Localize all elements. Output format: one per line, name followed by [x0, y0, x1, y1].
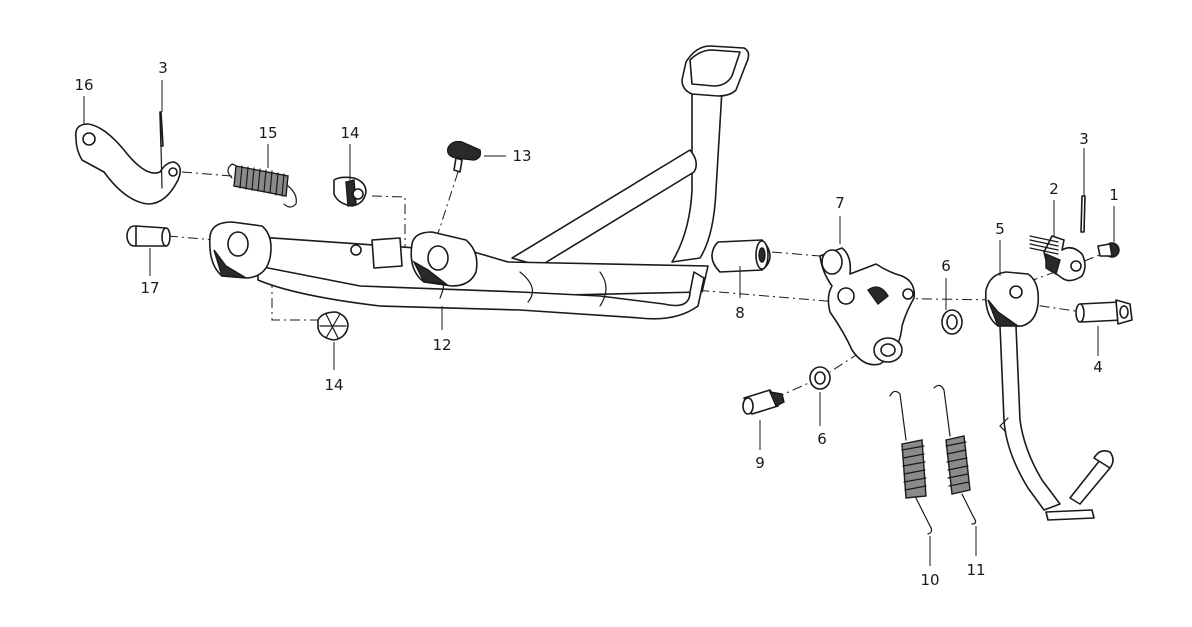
callout-7: 7: [835, 194, 845, 212]
callout-2: 2: [1049, 180, 1059, 198]
callout-8: 8: [735, 304, 745, 322]
callout-14-top: 14: [340, 124, 359, 142]
callout-16: 16: [74, 76, 93, 94]
callout-9: 9: [755, 454, 765, 472]
part-14-stopper-top: [333, 176, 367, 207]
part-3-cotter-pin-right: [1080, 195, 1086, 233]
part-6-washer-lower: [809, 366, 831, 390]
part-9-bush: [742, 389, 785, 415]
part-5-side-stand: [984, 271, 1114, 521]
callout-10: 10: [920, 571, 939, 589]
callout-11: 11: [966, 561, 985, 579]
leader-lines: [83, 80, 1115, 566]
callout-14-bottom: 14: [324, 376, 343, 394]
part-17-pin: [126, 225, 171, 247]
part-2-switch: [1029, 235, 1086, 282]
part-4-pivot-bolt: [1075, 299, 1133, 325]
part-3-cotter-pin-left: [159, 111, 164, 189]
callout-3-right: 3: [1079, 130, 1089, 148]
callout-labels: 16 3 15 14 13 17 12 14 7 8 6 5 2 3 1 4 6…: [74, 59, 1118, 589]
callout-5: 5: [995, 220, 1005, 238]
assembly-lines: [167, 171, 1113, 399]
callout-6-lower: 6: [817, 430, 827, 448]
part-6-washer-upper: [941, 309, 963, 335]
part-1-bolt: [1097, 242, 1120, 258]
callout-12: 12: [432, 336, 451, 354]
part-13-bolt: [446, 140, 482, 173]
callout-6-upper: 6: [941, 257, 951, 275]
part-10-spring: [889, 390, 933, 535]
callout-4: 4: [1093, 358, 1103, 376]
part-8-collar: [711, 239, 771, 273]
callout-3-left: 3: [158, 59, 168, 77]
callout-17: 17: [140, 279, 159, 297]
callout-1: 1: [1109, 186, 1119, 204]
part-16-bracket: [74, 123, 182, 205]
part-14-stopper-bottom: [317, 311, 349, 341]
callout-13: 13: [512, 147, 531, 165]
callout-15: 15: [258, 124, 277, 142]
part-7-bracket-plate: [819, 247, 916, 366]
part-11-spring: [933, 384, 977, 525]
part-15-spring: [227, 163, 297, 208]
part-12-main-stand: [208, 45, 750, 320]
